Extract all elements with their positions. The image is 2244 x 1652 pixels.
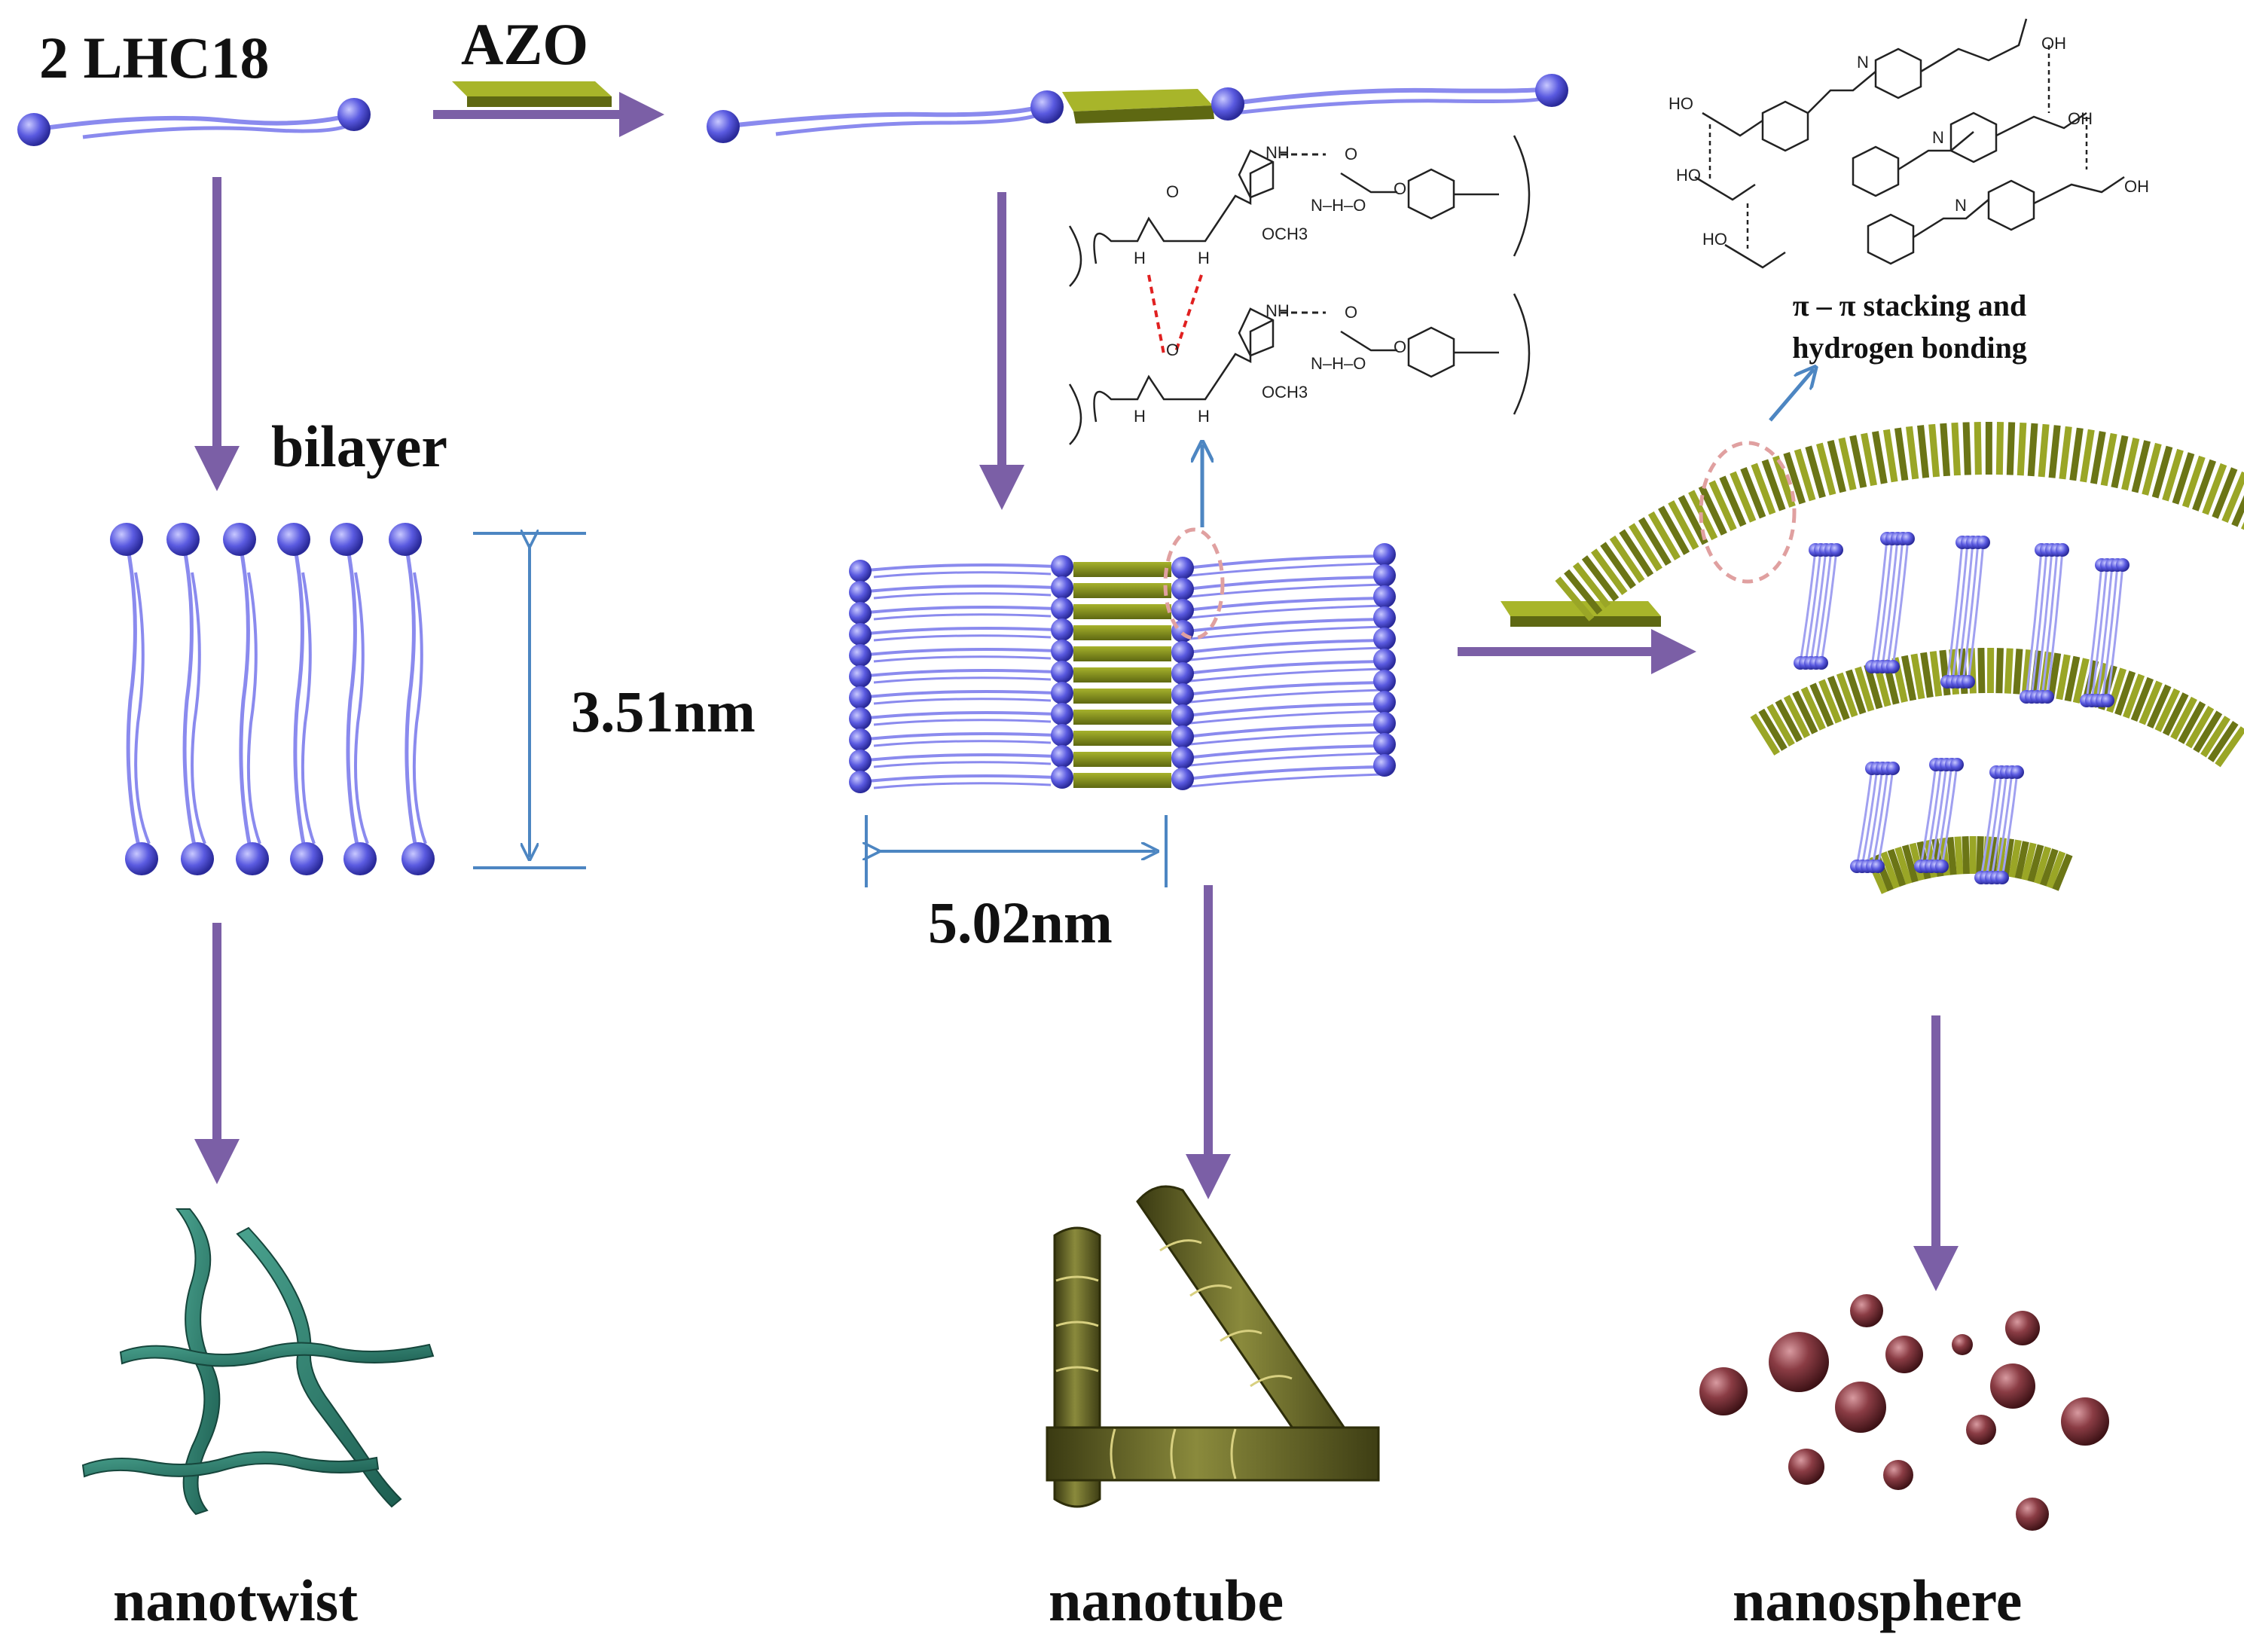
chem-atom-labels: NH N–H–O NH N–H–O OCH3 OCH3 O O O O H H … [1134, 143, 1406, 426]
svg-text:N: N [1857, 53, 1869, 72]
svg-text:O: O [1345, 303, 1357, 322]
complex-layer-structure [849, 543, 1396, 793]
curved-multilayer-structure [1558, 422, 2244, 893]
svg-text:N: N [1955, 196, 1967, 215]
svg-text:O: O [1166, 182, 1179, 201]
nanotube-bundle [1047, 1186, 1378, 1507]
svg-text:OCH3: OCH3 [1262, 383, 1308, 402]
azo-plate-top [452, 81, 612, 107]
svg-text:N–H–O: N–H–O [1311, 196, 1366, 215]
svg-text:N–H–O: N–H–O [1311, 354, 1366, 373]
interaction-line-1: π – π stacking and [1755, 285, 2064, 327]
svg-text:OH: OH [2041, 34, 2066, 53]
nanotwist-network [83, 1209, 433, 1514]
svg-text:H: H [1198, 407, 1210, 426]
additive-label: AZO [461, 11, 588, 78]
svg-text:O: O [1394, 337, 1406, 356]
svg-text:H: H [1134, 407, 1146, 426]
lhc18-azo-complex [707, 74, 1568, 143]
svg-text:O: O [1394, 179, 1406, 198]
azo-stacking-chem-structure [1695, 19, 2124, 267]
svg-text:O: O [1345, 145, 1357, 163]
svg-text:HO: HO [1676, 166, 1701, 185]
svg-text:NH: NH [1265, 301, 1290, 320]
reactant-label: 2 LHC18 [39, 24, 270, 92]
svg-text:OH: OH [2068, 109, 2093, 128]
bilayer-dimension [473, 533, 586, 868]
svg-text:NH: NH [1265, 143, 1290, 162]
tube-width-dimension [866, 815, 1166, 887]
svg-text:HO: HO [1702, 230, 1727, 249]
nanotwist-label: nanotwist [113, 1567, 358, 1635]
svg-text:OH: OH [2124, 177, 2149, 196]
nanotube-label: nanotube [1049, 1567, 1284, 1635]
tube-width-label: 5.02nm [928, 889, 1113, 957]
interaction-label: π – π stacking and hydrogen bonding [1755, 285, 2064, 369]
bilayer-label: bilayer [271, 413, 447, 481]
bilayer-structure [110, 523, 435, 875]
arrow-to-azo-chem [1770, 369, 1814, 420]
svg-text:HO: HO [1668, 94, 1693, 113]
svg-text:OCH3: OCH3 [1262, 224, 1308, 243]
bilayer-thickness-label: 3.51nm [571, 678, 756, 746]
svg-text:N: N [1932, 128, 1944, 147]
nanosphere-label: nanosphere [1733, 1567, 2022, 1635]
azo-chem-atom-labels: HO HO HO OH OH OH N N N [1668, 34, 2149, 249]
interaction-line-2: hydrogen bonding [1755, 327, 2064, 369]
svg-text:O: O [1166, 340, 1179, 359]
svg-text:H: H [1198, 249, 1210, 267]
lhc18-molecule [17, 98, 371, 146]
nanosphere-cluster [1699, 1294, 2109, 1531]
svg-text:H: H [1134, 249, 1146, 267]
